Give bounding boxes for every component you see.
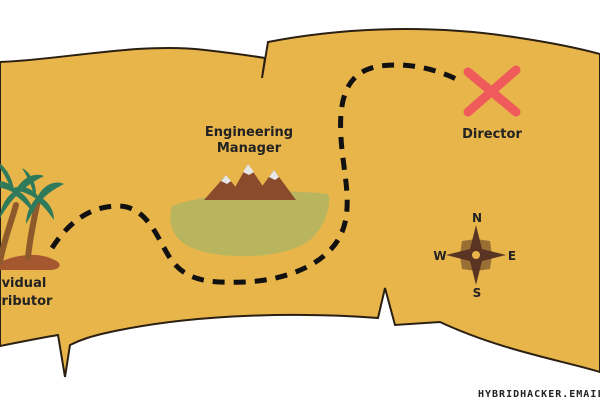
mid-label-line2: Manager: [217, 141, 282, 156]
compass-s-label: S: [473, 286, 482, 300]
end-label: Director: [462, 127, 522, 142]
compass-w-label: W: [433, 249, 446, 263]
x-mark-icon: [463, 65, 521, 117]
start-label-line2: Contributor: [0, 294, 53, 309]
compass-n-label: N: [472, 211, 482, 225]
treasure-path: [49, 62, 464, 285]
footer-credit: HYBRIDHACKER.EMAIL: [478, 389, 600, 400]
palm-tree-island-icon: [0, 160, 64, 270]
compass-rose-icon: [446, 225, 506, 285]
start-label-line1: Individual: [0, 276, 46, 291]
mountain-island-icon: [170, 164, 330, 257]
mid-label-line1: Engineering: [205, 125, 293, 140]
compass-e-label: E: [508, 249, 516, 263]
